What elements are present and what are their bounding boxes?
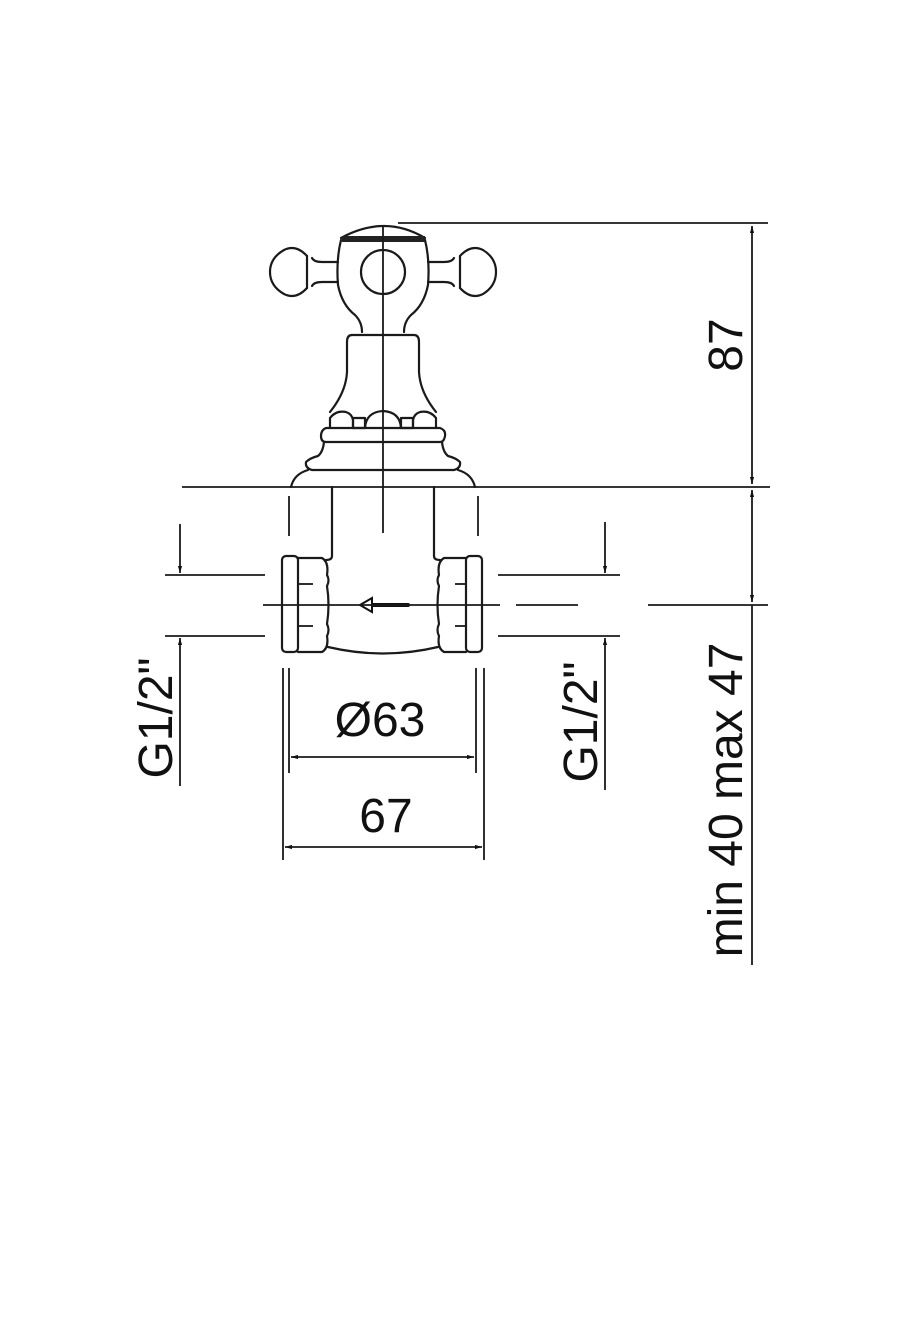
dim-wall-depth-label: min 40 max 47: [700, 643, 753, 958]
diameter-63-label: Ø63: [335, 694, 426, 747]
dimension-87: 87: [398, 222, 768, 484]
dimension-thread-right: G1/2": [555, 522, 608, 790]
dim-87-label: 87: [700, 318, 753, 371]
dimension-diameter-63: Ø63: [288, 668, 477, 773]
thread-left-label: G1/2": [130, 657, 183, 778]
dimension-wall-depth: min 40 max 47: [700, 490, 755, 965]
thread-right-label: G1/2": [555, 661, 608, 782]
dimension-thread-left: G1/2": [130, 524, 183, 786]
valve-body: [280, 485, 484, 655]
width-67-label: 67: [359, 790, 412, 843]
dimension-width-67: 67: [282, 668, 485, 860]
